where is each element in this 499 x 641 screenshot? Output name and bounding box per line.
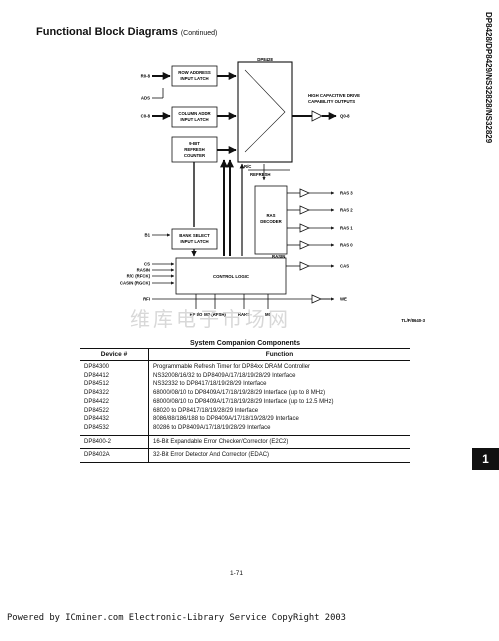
table-row: DP84300 DP84412 DP84512 DP84322 DP84422 … [80, 360, 410, 436]
companion-table: Device # Function DP84300 DP84412 DP8451… [80, 348, 410, 464]
pin-rf-io: RF I/O [190, 312, 203, 317]
refresh-counter-label-3: COUNTER [184, 153, 206, 158]
input-rfi: RFI [143, 297, 150, 302]
output-q: Q0-8 [340, 114, 350, 119]
pin-m2: M2 (RFSH) [204, 312, 226, 317]
column-latch-label-1: COLUMN ADDR [178, 111, 211, 116]
title-text: Functional Block Diagrams [36, 26, 178, 38]
pin-m0: M0 [265, 312, 272, 317]
input-b1: B1 [145, 233, 151, 238]
header-function: Function [148, 348, 410, 361]
drive-note-1: HIGH CAPACITIVE DRIVE [308, 93, 360, 98]
input-c08: C0-8 [141, 114, 151, 119]
table-title: System Companion Components [189, 340, 301, 347]
input-rasin: RASIN [137, 268, 150, 273]
output-ras1: RAS 1 [340, 226, 353, 231]
input-ads: ADS [141, 96, 150, 101]
input-r08: R0-8 [141, 74, 151, 79]
footer-copyright: Powered by ICminer.com Electronic-Librar… [7, 613, 346, 623]
function-cell: Programmable Refresh Timer for DP84xx DR… [148, 360, 410, 436]
block-diagram: DP8428 ROW ADDRESS INPUT LATCH COLUMN AD… [120, 57, 426, 323]
device-cell: DP8400-2 [80, 435, 149, 450]
figure-id: TL/F/8640-3 [401, 318, 425, 323]
ras-decoder-label-2: DECODER [260, 219, 282, 224]
chip-label: DP8428 [257, 57, 273, 62]
input-rc: R/C (RFCK) [127, 274, 151, 279]
device-cell: DP84300 DP84412 DP84512 DP84322 DP84422 … [80, 360, 149, 436]
output-we: WE [340, 297, 347, 302]
output-cas: CAS [340, 264, 349, 269]
refresh-counter-label-1: 9-BIT [189, 141, 200, 146]
table-row: DP8400-2 16-Bit Expandable Error Checker… [80, 435, 410, 450]
output-ras2: RAS 2 [340, 208, 353, 213]
drive-note-2: CAPABILITY OUTPUTS [308, 99, 355, 104]
refresh-counter-label-2: REFRESH [184, 147, 205, 152]
row-latch-label-1: ROW ADDRESS [178, 70, 211, 75]
input-casin: CASIN (RGCK) [120, 281, 151, 286]
control-logic-label: CONTROL LOGIC [213, 274, 249, 279]
output-ras3: RAS 3 [340, 191, 353, 196]
side-part-numbers: DP8428/DP8429/NS32828/NS32829 [484, 12, 493, 144]
bank-latch-label-1: BANK SELECT [179, 233, 210, 238]
input-cs: CS [144, 262, 150, 267]
device-cell: DP8402A [80, 448, 149, 464]
row-latch-label-2: INPUT LATCH [180, 76, 208, 81]
function-cell: 32-Bit Error Detector And Corrector (EDA… [148, 448, 410, 464]
ras-decoder-label-1: RAS [266, 213, 275, 218]
mux-shape [238, 61, 292, 153]
title-subtitle: (Continued) [180, 30, 218, 37]
internal-rc: R/C [244, 164, 251, 169]
column-latch-label-2: INPUT LATCH [180, 117, 208, 122]
page-title: Functional Block Diagrams(Continued) [36, 26, 217, 38]
internal-refresh: REFRESH [250, 172, 271, 177]
internal-rasin: RASIN [272, 254, 285, 259]
ras-decoder-block [254, 185, 288, 255]
section-tab: 1 [472, 448, 499, 470]
mux-outline [237, 61, 293, 163]
bank-latch-label-2: INPUT LATCH [180, 239, 208, 244]
table-row: DP8402A 32-Bit Error Detector And Correc… [80, 448, 410, 464]
page-number: 1-71 [230, 570, 244, 577]
pin-rahs: RAHS [238, 312, 250, 317]
control-logic-block [175, 257, 287, 295]
output-ras0: RAS 0 [340, 243, 353, 248]
function-cell: 16-Bit Expandable Error Checker/Correcto… [148, 435, 410, 450]
watermark: 维库电子市场网 [130, 307, 291, 331]
header-device: Device # [80, 348, 149, 361]
